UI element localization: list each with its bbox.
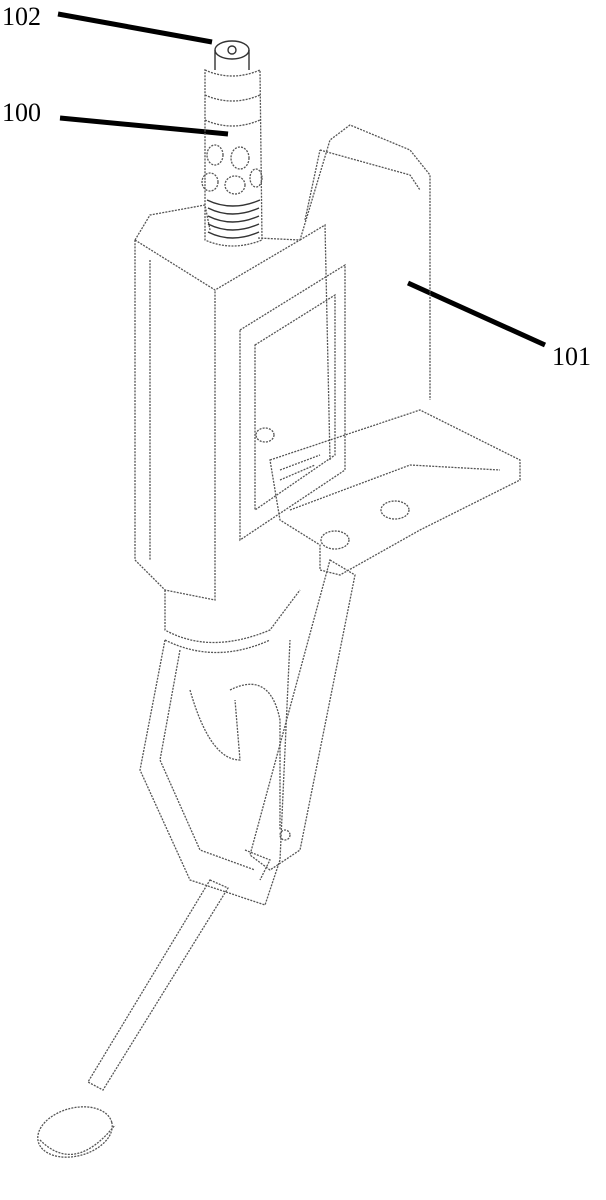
collet-102 [214, 40, 250, 70]
sleeve-100 [201, 69, 263, 247]
label-102: 102 [2, 2, 41, 31]
label-100: 100 [2, 98, 41, 127]
leader-line-102 [57, 11, 213, 45]
handle-rod [37, 879, 229, 1158]
label-101: 101 [552, 342, 591, 371]
leader-lines [57, 11, 547, 348]
frame-101 [134, 124, 521, 601]
lever-arm [244, 559, 356, 881]
leader-line-101 [406, 280, 547, 348]
leader-line-100 [59, 115, 229, 137]
lower-housing [139, 589, 301, 906]
